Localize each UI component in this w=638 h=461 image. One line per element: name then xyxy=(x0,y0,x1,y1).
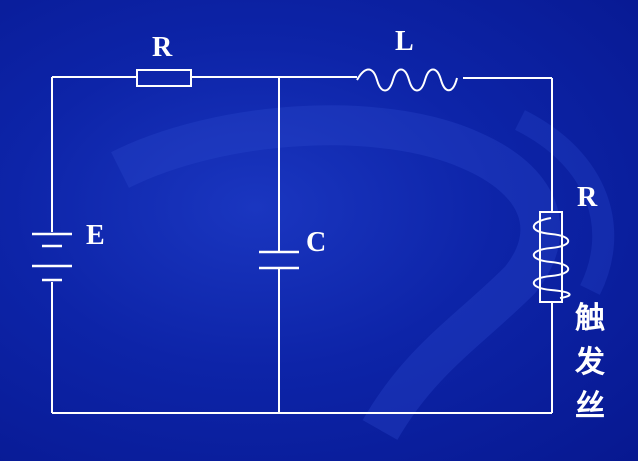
inductor-coil xyxy=(356,68,458,92)
filament-coil xyxy=(532,217,571,299)
label-trigger-char-2: 发 xyxy=(574,345,605,380)
label-r-top: R xyxy=(152,32,173,63)
label-c-capacitor: C xyxy=(306,227,326,258)
resistor-top xyxy=(136,69,192,87)
battery xyxy=(32,232,72,282)
label-trigger-char-1: 触 xyxy=(575,301,605,336)
label-r-right: R xyxy=(577,182,598,213)
capacitor xyxy=(259,250,299,270)
label-e-battery: E xyxy=(86,220,105,251)
background-swoosh-2 xyxy=(514,110,615,295)
background-swoosh xyxy=(111,105,561,441)
label-trigger-char-3: 丝 xyxy=(575,389,605,424)
label-l-top: L xyxy=(395,26,414,57)
